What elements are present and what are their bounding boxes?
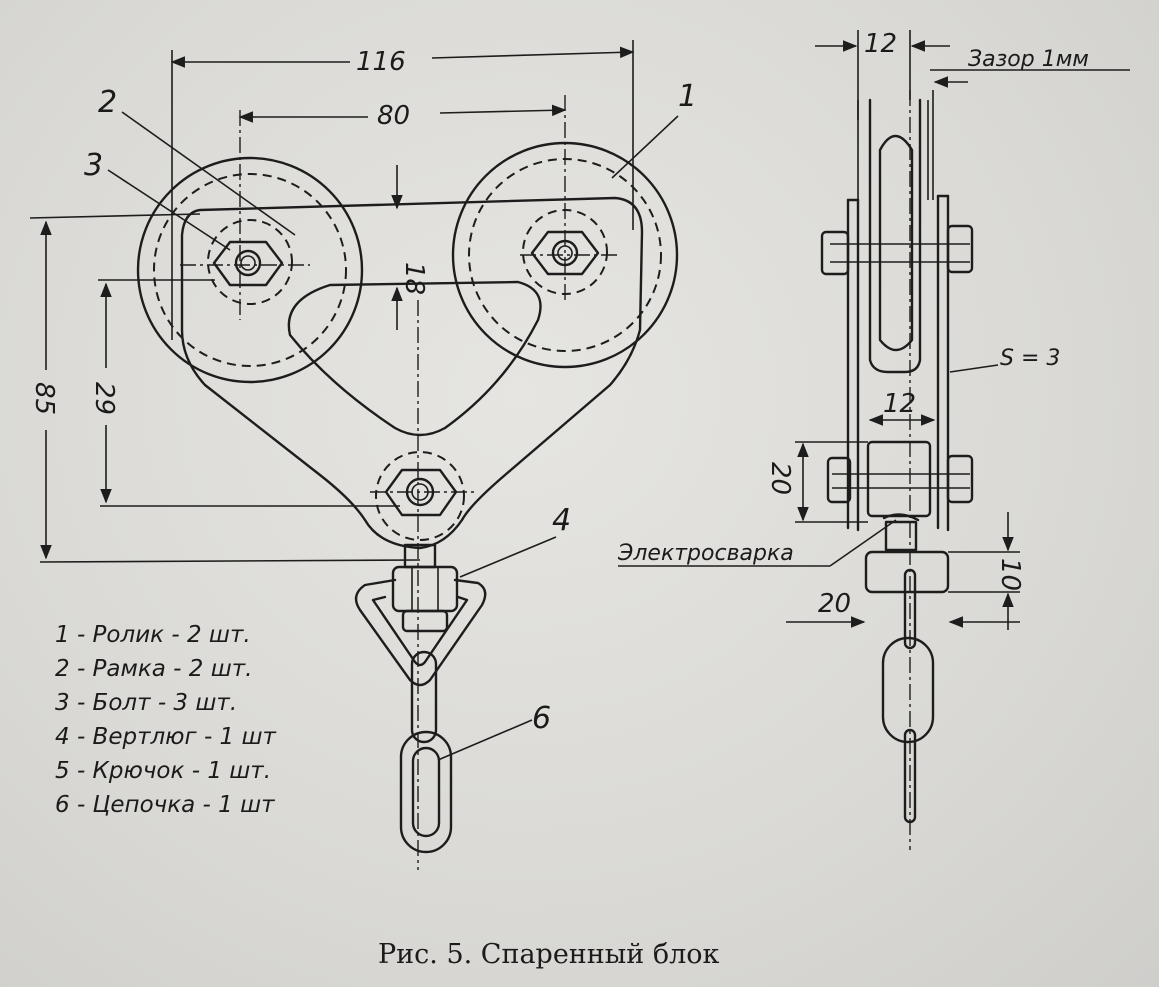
side-view: 12 Зазор 1мм S = 3 12 20 Электросварка <box>617 29 1130 850</box>
callout-6-label: 6 <box>532 701 551 736</box>
callout-1-label: 1 <box>678 79 697 114</box>
gap-label: Зазор 1мм <box>968 47 1089 72</box>
dim-29-label: 29 <box>89 382 119 415</box>
weld-label: Электросварка <box>617 541 794 566</box>
parts-legend: 1 - Ролик - 2 шт. 2 - Рамка - 2 шт. 3 - … <box>55 622 277 818</box>
frame-plate <box>180 196 644 550</box>
swivel <box>354 543 487 687</box>
legend-item-3: 3 - Болт - 3 шт. <box>55 690 237 716</box>
figure-caption: Рис. 5. Спаренный блок <box>378 939 720 970</box>
dim-29: 29 <box>89 279 400 507</box>
front-view: 116 80 18 85 29 <box>29 40 697 870</box>
dim-85: 85 <box>29 213 421 563</box>
callout-3: 3 <box>84 148 231 251</box>
dim-85-label: 85 <box>29 382 59 415</box>
dim-side-20-bottom-label: 20 <box>818 589 851 619</box>
weld-callout: Электросварка <box>617 519 897 567</box>
dim-side-12-top: 12 <box>815 29 950 120</box>
bolt-bottom <box>375 451 465 541</box>
frame-cutout <box>287 280 542 437</box>
callout-3-label: 3 <box>84 148 103 183</box>
callout-4: 4 <box>459 503 571 578</box>
bolt-left <box>212 240 284 287</box>
gap-note: Зазор 1мм <box>930 47 1130 88</box>
legend-item-5: 5 - Крючок - 1 шт. <box>55 758 271 784</box>
callout-4-label: 4 <box>552 503 571 538</box>
dim-80: 80 <box>238 101 567 131</box>
thickness-label: S = 3 <box>1000 346 1060 371</box>
chain <box>399 650 453 854</box>
dim-side-20-bottom: 20 <box>786 589 1020 628</box>
dim-side-20-vertical: 20 <box>765 441 868 523</box>
legend-item-6: 6 - Цепочка - 1 шт <box>55 792 275 818</box>
callout-1: 1 <box>611 79 697 179</box>
dim-side-20-vertical-label: 20 <box>765 462 795 495</box>
thickness-note: S = 3 <box>949 346 1060 373</box>
dim-side-12-mid: 12 <box>868 389 936 426</box>
legend-item-1: 1 - Ролик - 2 шт. <box>55 622 251 648</box>
legend-item-4: 4 - Вертлюг - 1 шт <box>55 724 277 750</box>
dim-116: 116 <box>170 40 635 340</box>
left-roller <box>136 156 364 384</box>
dim-side-12-mid-label: 12 <box>883 389 916 419</box>
dim-side-12-top-label: 12 <box>864 29 897 59</box>
dim-side-10: 10 <box>948 512 1025 630</box>
dim-80-label: 80 <box>377 101 410 131</box>
callout-2-label: 2 <box>98 85 117 120</box>
dim-side-10-label: 10 <box>995 558 1025 591</box>
dim-18: 18 <box>391 165 429 330</box>
callout-6: 6 <box>437 701 551 761</box>
legend-item-2: 2 - Рамка - 2 шт. <box>55 656 252 682</box>
callout-2: 2 <box>98 85 296 236</box>
dim-18-label: 18 <box>399 262 429 295</box>
dim-116-label: 116 <box>356 47 406 77</box>
